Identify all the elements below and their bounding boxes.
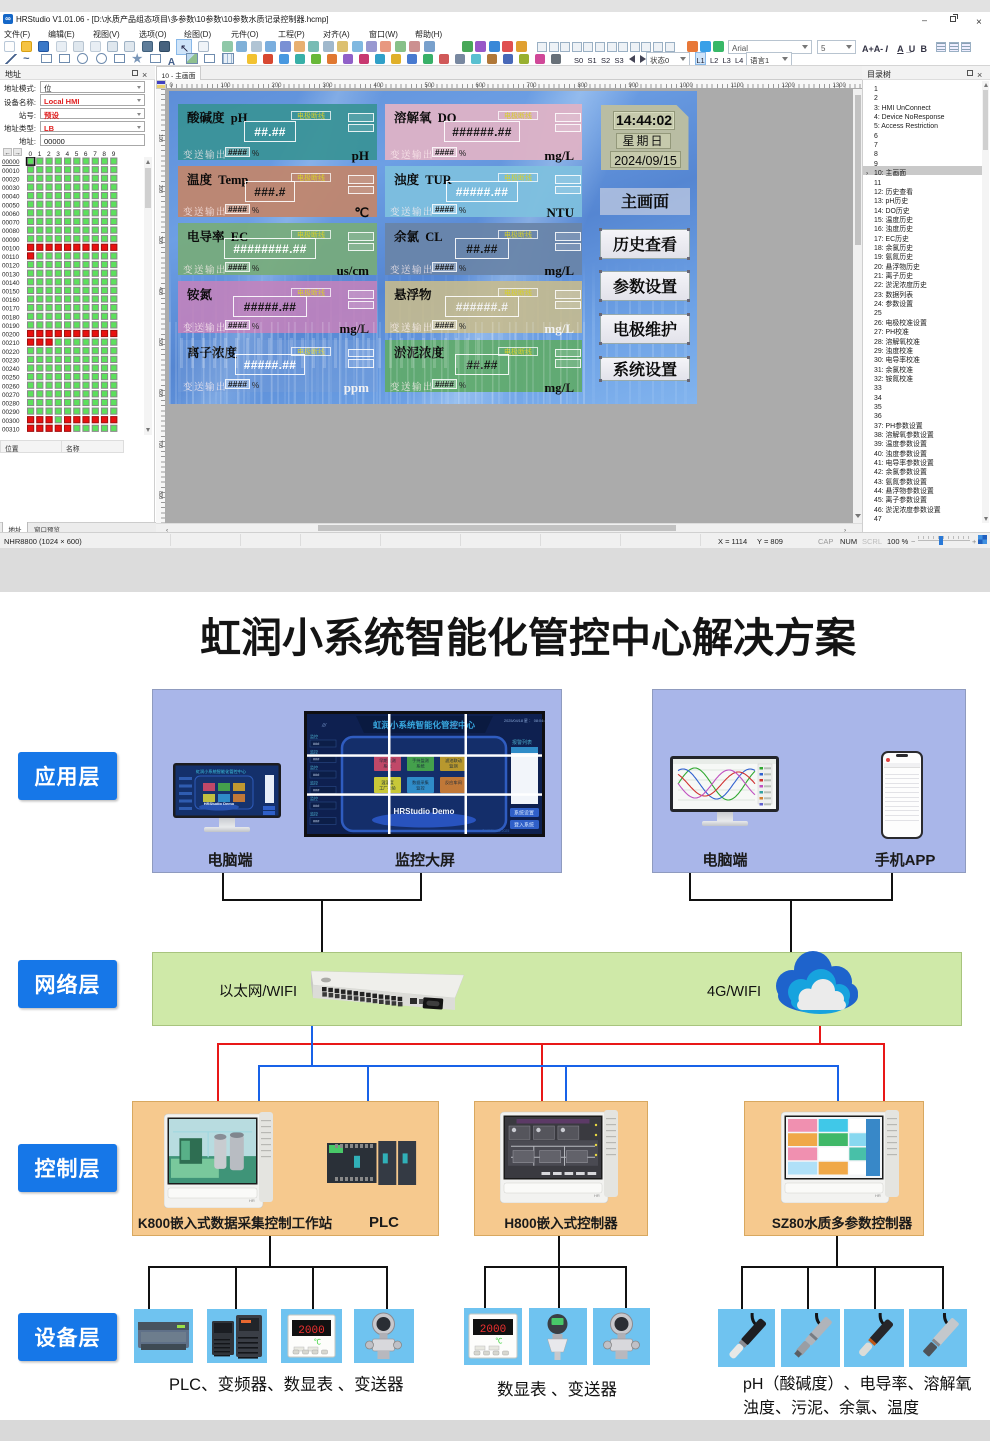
svg-text:00280: 00280	[2, 399, 20, 408]
svg-text:00130: 00130	[2, 269, 20, 278]
svg-text:HRStudio Demo: HRStudio Demo	[204, 801, 235, 807]
svg-text:00090: 00090	[2, 235, 20, 244]
svg-text:###: ###	[313, 758, 320, 763]
svg-text:℃: ℃	[496, 1336, 503, 1346]
svg-text:00050: 00050	[2, 200, 20, 209]
svg-text:监控: 监控	[310, 811, 318, 818]
svg-text:监控: 监控	[416, 785, 425, 792]
svg-text:监控: 监控	[310, 749, 318, 756]
svg-text:00150: 00150	[2, 287, 20, 296]
svg-text:© HRStudio 2025: © HRStudio 2025	[482, 829, 509, 834]
svg-text:00300: 00300	[2, 416, 20, 425]
svg-text:HR: HR	[594, 1193, 600, 1199]
svg-text:虹润小系统智能化管控中心: 虹润小系统智能化管控中心	[373, 719, 476, 731]
svg-text:00120: 00120	[2, 261, 20, 270]
svg-text:00020: 00020	[2, 174, 20, 183]
svg-text:监控: 监控	[310, 733, 318, 740]
svg-text:00100: 00100	[2, 243, 20, 252]
svg-text:00060: 00060	[2, 209, 20, 218]
svg-text:00290: 00290	[2, 407, 20, 416]
svg-text:00210: 00210	[2, 338, 20, 347]
svg-text:00010: 00010	[2, 166, 20, 175]
svg-text:00180: 00180	[2, 312, 20, 321]
svg-text:00230: 00230	[2, 356, 20, 365]
svg-text:///: ///	[451, 722, 457, 729]
svg-text:监测: 监测	[449, 763, 457, 770]
svg-text:2000: 2000	[298, 1325, 324, 1337]
svg-text:00200: 00200	[2, 330, 20, 339]
svg-text:数据采集: 数据采集	[412, 779, 430, 786]
svg-text:00260: 00260	[2, 381, 20, 390]
svg-text:手持监测: 手持监测	[412, 757, 429, 764]
svg-text:00170: 00170	[2, 304, 20, 313]
svg-text:2025/04/18 星 ： 08:04:4: 2025/04/18 星 ： 08:04:4	[504, 718, 545, 724]
svg-text:00110: 00110	[2, 252, 20, 261]
svg-text:HR: HR	[249, 1198, 255, 1204]
svg-text:00310: 00310	[2, 424, 20, 433]
svg-text:2000: 2000	[480, 1324, 506, 1336]
svg-text:00160: 00160	[2, 295, 20, 304]
svg-text:00190: 00190	[2, 321, 20, 330]
svg-text:00030: 00030	[2, 183, 20, 192]
svg-text:###: ###	[313, 773, 320, 778]
svg-text:监控: 监控	[310, 795, 318, 802]
svg-text:工厂检验: 工厂检验	[379, 785, 397, 792]
svg-text:滤池联动: 滤池联动	[445, 757, 462, 764]
svg-text:###: ###	[313, 820, 320, 825]
svg-text:///: ///	[321, 722, 327, 729]
svg-text:虹润小系统智能化管控中心: 虹润小系统智能化管控中心	[196, 768, 247, 775]
svg-text:###: ###	[313, 789, 320, 794]
svg-text:00070: 00070	[2, 218, 20, 227]
svg-text:反应车间: 反应车间	[445, 779, 462, 786]
svg-text:00040: 00040	[2, 192, 20, 201]
svg-text:系统: 系统	[383, 763, 391, 770]
svg-text:早期监测: 早期监测	[379, 757, 396, 764]
svg-text:00220: 00220	[2, 347, 20, 356]
svg-text:系统设置: 系统设置	[514, 810, 534, 817]
svg-text:00240: 00240	[2, 364, 20, 373]
svg-text:℃: ℃	[314, 1337, 321, 1347]
svg-text:###: ###	[313, 804, 320, 809]
svg-text:00140: 00140	[2, 278, 20, 287]
svg-text:HR: HR	[875, 1193, 881, 1199]
svg-text:00250: 00250	[2, 373, 20, 382]
svg-text:登入系统: 登入系统	[514, 822, 534, 829]
svg-text:###: ###	[313, 742, 320, 747]
svg-text:报警列表: 报警列表	[512, 739, 532, 746]
svg-text:温湿度: 温湿度	[381, 779, 394, 786]
svg-text:00270: 00270	[2, 390, 20, 399]
svg-text:监控: 监控	[310, 780, 318, 787]
svg-text:系统: 系统	[416, 763, 424, 770]
svg-text:00000: 00000	[2, 157, 20, 166]
svg-text:HRStudio Demo: HRStudio Demo	[394, 806, 455, 817]
svg-text:监控: 监控	[310, 764, 318, 771]
svg-text:00080: 00080	[2, 226, 20, 235]
